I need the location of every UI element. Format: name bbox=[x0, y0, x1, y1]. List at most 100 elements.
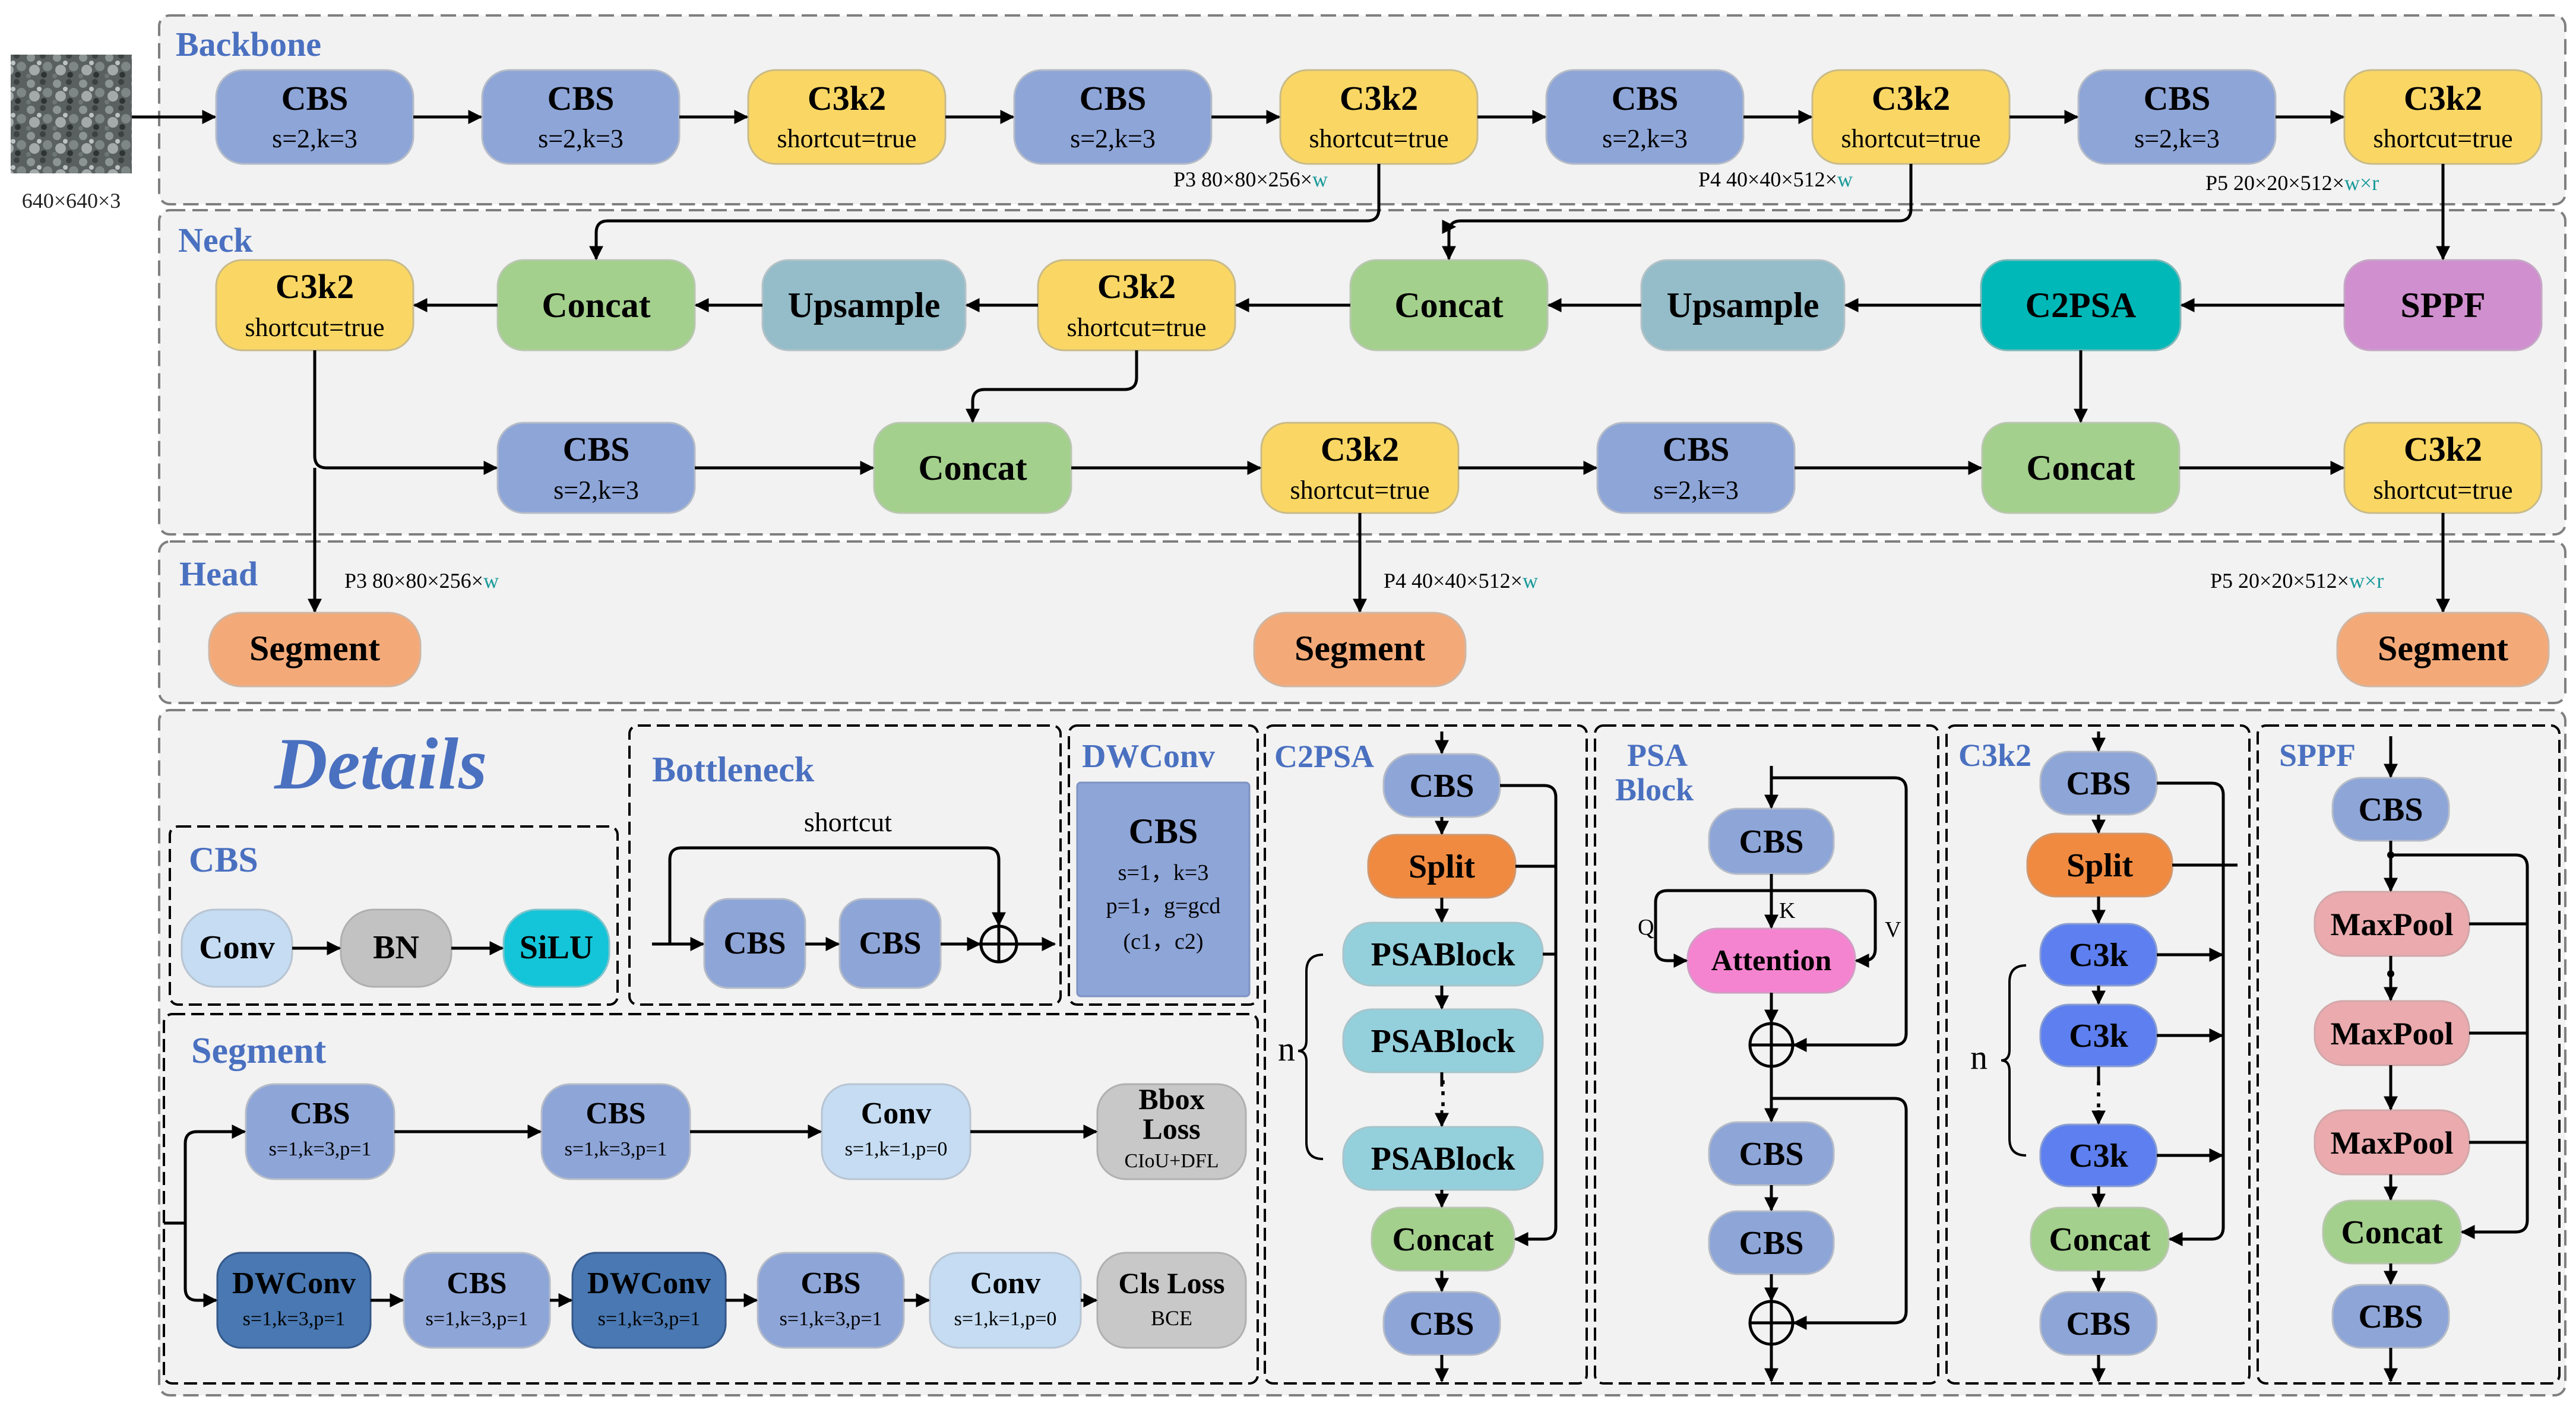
backbone-c3k2-4-title: C3k2 bbox=[2404, 79, 2482, 118]
segment-row2-dwconv-2-title: DWConv bbox=[587, 1266, 711, 1300]
backbone-p5-label: P5 20×20×512×w×r bbox=[2205, 171, 2379, 195]
details-segment-title: Segment bbox=[191, 1031, 327, 1071]
details-psa-title1: PSA bbox=[1627, 737, 1688, 773]
arrow-c2psa-skip bbox=[1500, 784, 1558, 1246]
backbone-c3k2-2-title: C3k2 bbox=[1340, 79, 1418, 118]
sppf-concat-label: Concat bbox=[2341, 1214, 2442, 1251]
c3k2-n-brace bbox=[2001, 964, 2027, 1157]
details-bottleneck-panel: Bottleneck shortcut CBS CBS bbox=[628, 724, 1062, 1006]
segment-row1-conv-title: Conv bbox=[861, 1097, 931, 1130]
neck-c2psa-label: C2PSA bbox=[2026, 286, 2137, 325]
neck-frame bbox=[158, 209, 2566, 536]
head-title: Head bbox=[179, 555, 258, 593]
segment-row1-cbs-1-title: CBS bbox=[290, 1097, 350, 1130]
sppf-maxpool-3-label: MaxPool bbox=[2331, 1125, 2454, 1161]
c3k2-cbs-1-label: CBS bbox=[2067, 765, 2131, 802]
arrow-seg-branch2 bbox=[183, 1223, 218, 1307]
segment-row2-conv-params: s=1,k=1,p=0 bbox=[954, 1308, 1057, 1330]
neck-concat-2-label: Concat bbox=[1394, 286, 1503, 325]
neck-sppf-label: SPPF bbox=[2400, 286, 2485, 325]
c3k2-c3k-3-label: C3k bbox=[2069, 1138, 2128, 1174]
head-segment-3-label: Segment bbox=[2378, 629, 2508, 668]
arrow-c3k2mid-concat3 bbox=[966, 350, 1138, 423]
segment-bbox-loss-title1: Bbox bbox=[1138, 1082, 1204, 1116]
head-segment-2-label: Segment bbox=[1295, 629, 1425, 668]
sppf-maxpool-1-label: MaxPool bbox=[2331, 907, 2454, 942]
psa-cbs-2-label: CBS bbox=[1739, 1136, 1804, 1173]
backbone-p3-label: P3 80×80×256×w bbox=[1173, 167, 1328, 191]
details-cbs-panel: CBS Conv BN SiLU bbox=[169, 825, 619, 1006]
arrow-c3k2left-cbsa bbox=[313, 350, 498, 475]
arrow-bn-shortcut bbox=[668, 846, 1006, 944]
sppf-maxpool-2-label: MaxPool bbox=[2331, 1016, 2454, 1052]
segment-row2-dwconv-1-title: DWConv bbox=[232, 1266, 356, 1300]
details-cbs-title: CBS bbox=[189, 840, 258, 879]
segment-row2-dwconv-1-params: s=1,k=3,p=1 bbox=[243, 1308, 346, 1330]
psa-attention-label: Attention bbox=[1711, 943, 1832, 977]
c2psa-split-label: Split bbox=[1409, 848, 1475, 885]
details-c3k2-panel: C3k2 CBS Split C3k C3k ⋮ C3k Concat CBS … bbox=[1945, 724, 2251, 1385]
sppf-cbs-1-label: CBS bbox=[2359, 791, 2423, 828]
backbone-c3k2-2-params: shortcut=true bbox=[1309, 124, 1449, 153]
c2psa-cbs-2-label: CBS bbox=[1410, 1306, 1474, 1342]
segment-bbox-loss-sub: CIoU+DFL bbox=[1125, 1150, 1219, 1172]
head-p5-label: P5 20×20×512×w×r bbox=[2210, 569, 2384, 593]
backbone-cbs-2-params: s=2,k=3 bbox=[538, 124, 624, 153]
backbone-cbs-3-title: CBS bbox=[1080, 79, 1147, 118]
head-row: P3 80×80×256×w P4 40×40×512×w P5 20×20×5… bbox=[208, 468, 2550, 688]
backbone-p4-label: P4 40×40×512×w bbox=[1698, 167, 1853, 191]
neck-c3k2-c-title: C3k2 bbox=[2404, 430, 2482, 468]
c2psa-cbs-1-label: CBS bbox=[1410, 768, 1474, 805]
neck-c3k2-mid-title: C3k2 bbox=[1097, 267, 1176, 306]
arrow-p4-concat2 bbox=[1442, 164, 1913, 261]
arrow-c3k2-skip bbox=[2157, 781, 2225, 1246]
details-bottleneck-cbs-1-label: CBS bbox=[723, 925, 786, 961]
arrow-seg-branch1 bbox=[183, 1125, 246, 1223]
details-dwconv-frame bbox=[1068, 724, 1259, 1006]
details-dwconv-panel: DWConv CBS s=1，k=3 p=1，g=gcd (c1，c2) bbox=[1068, 724, 1259, 1006]
arrow-psa-skip-2 bbox=[1771, 1097, 1908, 1330]
details-dwconv-line2: p=1，g=gcd bbox=[1106, 894, 1221, 919]
c2psa-n-brace bbox=[1298, 954, 1324, 1160]
details-dwconv-line1: s=1，k=3 bbox=[1118, 860, 1209, 885]
neck-cbs-a-params: s=2,k=3 bbox=[553, 476, 639, 505]
details-sppf-panel: SPPF CBS MaxPool MaxPool MaxPool Concat … bbox=[2257, 724, 2561, 1385]
backbone-cbs-1-params: s=2,k=3 bbox=[272, 124, 357, 153]
input-image bbox=[11, 55, 132, 173]
psa-v-label: V bbox=[1885, 917, 1901, 942]
segment-bbox-loss-title2: Loss bbox=[1143, 1112, 1200, 1145]
details-conv-label: Conv bbox=[199, 929, 275, 966]
details-c2psa-frame bbox=[1264, 724, 1588, 1385]
c3k2-c3k-1-label: C3k bbox=[2069, 937, 2128, 974]
neck-title: Neck bbox=[178, 221, 253, 259]
backbone-cbs-5-title: CBS bbox=[2144, 79, 2211, 118]
segment-row2-cbs-2-params: s=1,k=3,p=1 bbox=[780, 1308, 882, 1330]
c3k2-n-label: n bbox=[1970, 1038, 1988, 1076]
backbone-cbs-1-title: CBS bbox=[281, 79, 349, 118]
backbone-c3k2-1-title: C3k2 bbox=[808, 79, 886, 118]
backbone-cbs-4-params: s=2,k=3 bbox=[1602, 124, 1688, 153]
backbone-cbs-5-params: s=2,k=3 bbox=[2134, 124, 2220, 153]
backbone-c3k2-1-params: shortcut=true bbox=[777, 124, 917, 153]
head-p3-label: P3 80×80×256×w bbox=[344, 569, 499, 593]
neck-cbs-b-params: s=2,k=3 bbox=[1653, 476, 1739, 505]
details-segment-panel: Segment CBS s=1,k=3,p=1 CBS s=1,k=3,p=1 … bbox=[163, 1013, 1259, 1385]
c2psa-psablock-2-label: PSABlock bbox=[1371, 1023, 1516, 1060]
input-size-label: 640×640×3 bbox=[22, 189, 121, 213]
segment-cls-loss-sub: BCE bbox=[1151, 1306, 1192, 1330]
neck-concat-3-label: Concat bbox=[918, 448, 1027, 487]
details-sppf-frame bbox=[2257, 724, 2561, 1385]
segment-row2-cbs-2-title: CBS bbox=[800, 1266, 860, 1300]
c2psa-psablock-1-label: PSABlock bbox=[1371, 936, 1516, 973]
details-cbs-frame bbox=[169, 825, 619, 1006]
psa-cbs-3-label: CBS bbox=[1739, 1225, 1804, 1262]
segment-row2-cbs-1-title: CBS bbox=[447, 1266, 507, 1300]
details-psablock-frame bbox=[1594, 724, 1939, 1385]
details-bottleneck-frame bbox=[628, 724, 1062, 1006]
segment-row1-cbs-1-params: s=1,k=3,p=1 bbox=[269, 1138, 372, 1160]
backbone-row: CBS s=2,k=3 CBS s=2,k=3 C3k2 shortcut=tr… bbox=[132, 69, 2543, 195]
segment-row2-cbs-1-params: s=1,k=3,p=1 bbox=[426, 1308, 529, 1330]
backbone-c3k2-3-params: shortcut=true bbox=[1841, 124, 1981, 153]
neck-upsample-2-label: Upsample bbox=[1667, 286, 1819, 325]
